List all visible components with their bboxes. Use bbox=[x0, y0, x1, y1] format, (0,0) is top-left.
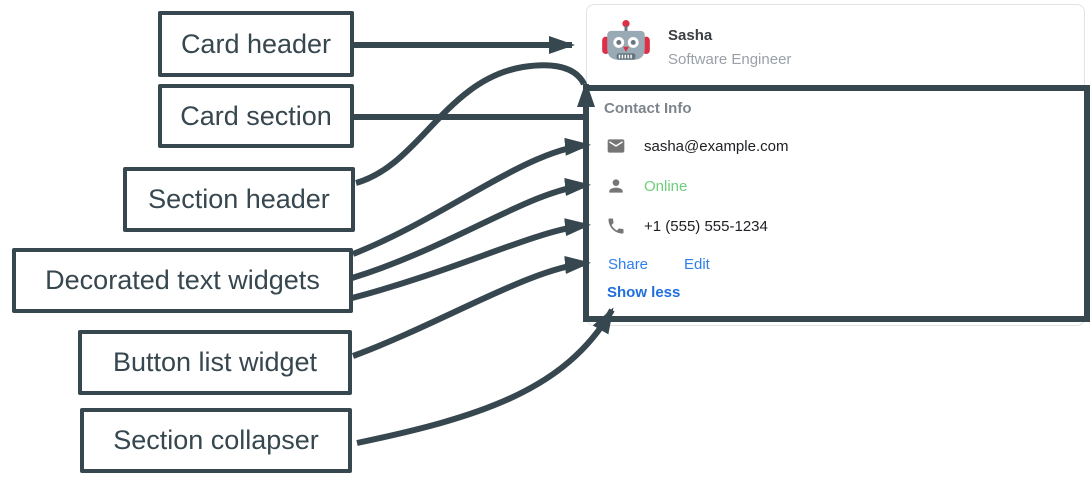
status-text: Online bbox=[644, 177, 688, 195]
label-card-section: Card section bbox=[158, 84, 354, 148]
arrow-decorated-text-1 bbox=[351, 137, 591, 257]
label-text: Section collapser bbox=[113, 425, 319, 455]
label-text: Section header bbox=[148, 184, 330, 214]
share-button[interactable]: Share bbox=[608, 256, 649, 273]
phone-text: +1 (555) 555-1234 bbox=[644, 217, 768, 235]
label-card-header: Card header bbox=[158, 11, 354, 77]
person-icon bbox=[609, 179, 623, 193]
section-header-text: Contact Info bbox=[604, 100, 692, 117]
label-section-collapser: Section collapser bbox=[80, 408, 352, 473]
robot-avatar-icon bbox=[602, 20, 650, 60]
show-less-button[interactable]: Show less bbox=[607, 284, 681, 301]
arrow-section-collapser bbox=[356, 307, 615, 446]
label-text: Card header bbox=[180, 28, 332, 59]
label-text: Button list widget bbox=[112, 347, 318, 377]
decorated-text-row-status: Online bbox=[606, 176, 687, 196]
card-subtitle: Software Engineer bbox=[668, 51, 792, 68]
decorated-text-row-email: sasha@example.com bbox=[606, 136, 788, 156]
email-text: sasha@example.com bbox=[644, 137, 789, 155]
arrow-section-header bbox=[355, 62, 587, 186]
decorated-text-row-phone: +1 (555) 555-1234 bbox=[606, 216, 768, 236]
label-text: Decorated text widgets bbox=[45, 265, 320, 295]
label-text: Card section bbox=[180, 100, 332, 131]
contact-card: Sasha Software Engineer Contact Info sas… bbox=[586, 4, 1085, 326]
edit-button[interactable]: Edit bbox=[684, 256, 710, 273]
label-section-header: Section header bbox=[123, 167, 355, 232]
card-name: Sasha bbox=[668, 27, 713, 44]
email-icon bbox=[607, 139, 625, 153]
arrow-decorated-text-3 bbox=[351, 218, 591, 301]
arrow-card-section bbox=[354, 81, 595, 120]
arrow-decorated-text-2 bbox=[351, 178, 591, 281]
label-decorated-text-widgets: Decorated text widgets bbox=[12, 248, 353, 313]
arrow-button-list bbox=[351, 256, 591, 359]
label-button-list-widget: Button list widget bbox=[78, 330, 352, 395]
phone-icon bbox=[608, 218, 624, 234]
